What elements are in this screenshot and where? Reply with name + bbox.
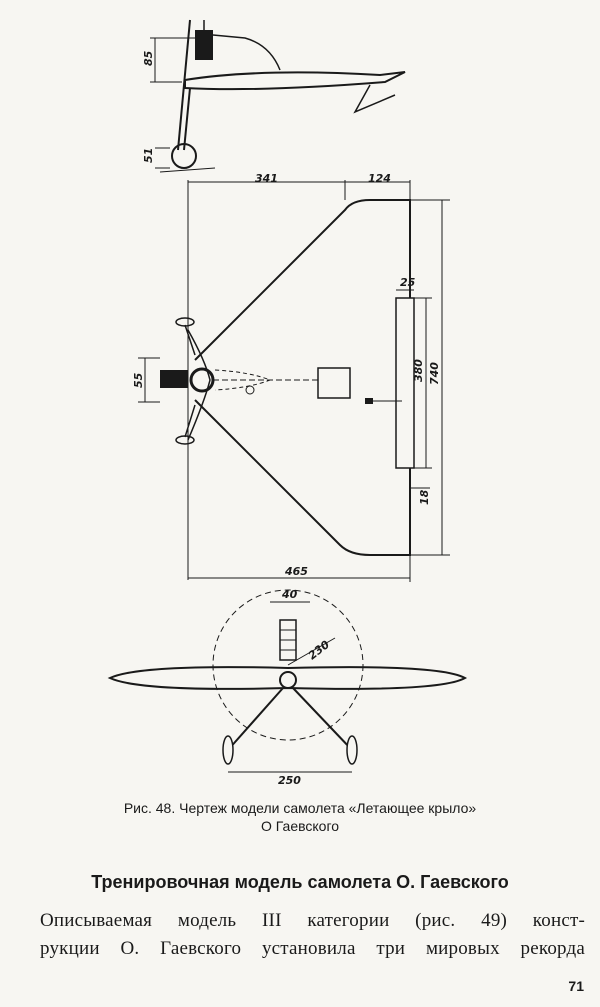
front-gear-left	[227, 687, 284, 751]
dim-total-width: 465	[284, 565, 308, 578]
wing-outline	[194, 199, 411, 556]
top-engine	[160, 370, 188, 388]
front-gear-right	[292, 687, 353, 751]
dim-total-height: 740	[428, 362, 441, 385]
dim-engine-width: 55	[132, 372, 145, 388]
top-center-section	[187, 329, 211, 441]
dim-front-top: 40	[281, 588, 298, 601]
dim-elevon-length: 380	[412, 359, 425, 382]
front-wheel-left	[222, 735, 234, 765]
side-wheel	[171, 143, 197, 169]
top-gear-right	[184, 404, 196, 438]
top-fuel-tank	[317, 367, 351, 399]
elevon	[395, 297, 415, 469]
side-tail-skid	[353, 84, 396, 114]
side-canopy	[212, 34, 281, 71]
front-wheel-right	[346, 735, 358, 765]
dim-gear-track: 250	[278, 774, 301, 787]
dim-span-left: 341	[255, 172, 278, 185]
side-ground-line	[159, 167, 216, 173]
top-canopy	[214, 369, 272, 391]
technical-drawing: 85 51 341 124	[107, 19, 468, 787]
dim-bottom-gap: 18	[418, 489, 431, 505]
dim-span-right: 124	[368, 172, 391, 185]
dim-radius-line	[287, 637, 336, 666]
body-text-line: рукции О. Гаевского установила три миров…	[40, 938, 585, 959]
figure-caption-author: О Гаевского	[260, 818, 340, 834]
front-view: 40 230 250	[107, 588, 468, 787]
dim-side-height: 85	[142, 50, 155, 66]
top-view: 341 124 740 380 25 18	[132, 172, 450, 582]
front-wing	[107, 666, 468, 690]
front-propeller-disc	[212, 589, 364, 741]
body-text-line: Описываемая модель III категории (рис. 4…	[40, 910, 585, 931]
front-spinner	[279, 671, 297, 689]
side-engine	[195, 30, 213, 60]
top-gear-left	[184, 324, 196, 356]
side-gear-leg	[183, 87, 191, 151]
dim-side-wheel: 51	[142, 148, 155, 163]
top-wheel-left	[175, 317, 195, 327]
cg-mark	[245, 385, 255, 395]
figure-caption: Рис. 48. Чертеж модели самолета «Летающе…	[123, 800, 477, 816]
top-wheel-right	[175, 435, 195, 445]
page-number: 71	[568, 978, 584, 994]
top-servo	[365, 398, 373, 404]
side-fuselage	[184, 71, 406, 91]
dim-elevon-width: 25	[400, 276, 416, 289]
section-heading: Тренировочная модель самолета О. Гаевско…	[91, 872, 509, 892]
side-view: 85 51	[142, 19, 406, 173]
